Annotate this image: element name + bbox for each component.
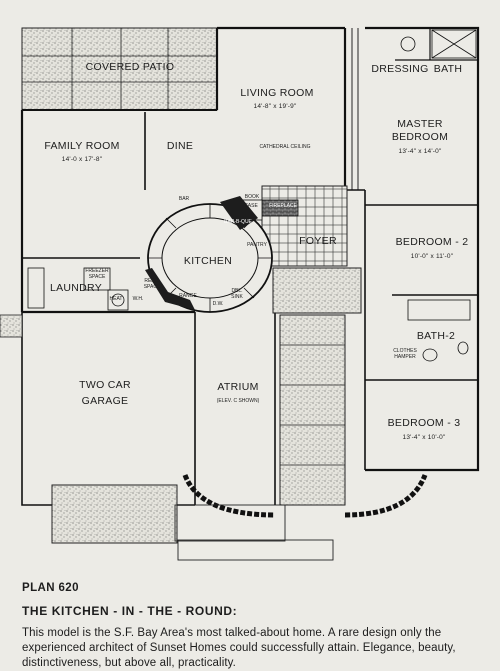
family-room-dim: 14'-0 x 17'-8" bbox=[62, 156, 103, 163]
book-case-label-2: CASE bbox=[244, 203, 258, 209]
clothes-hamper-label-1: CLOTHES bbox=[393, 348, 417, 354]
dw-label: D.W. bbox=[213, 301, 224, 307]
covered-patio-label: COVERED PATIO bbox=[86, 61, 175, 73]
bedroom-2-label: BEDROOM - 2 bbox=[396, 236, 469, 248]
freezer-label-1: FREEZER bbox=[85, 268, 109, 274]
pantry-label: PANTRY bbox=[247, 242, 267, 248]
freezer-label-2: SPACE bbox=[89, 274, 106, 280]
laundry-fixtures bbox=[27, 267, 129, 311]
floor-plan: COVERED PATIO LIVING ROOM 14'-8" x 19'-9… bbox=[0, 26, 480, 561]
bar-label: BAR bbox=[179, 196, 190, 202]
covered-patio bbox=[21, 27, 218, 111]
bar-b-que-label: BAR-B-QUE bbox=[224, 219, 252, 225]
atrium-note: (ELEV. C SHOWN) bbox=[217, 398, 260, 404]
driveway bbox=[51, 484, 178, 544]
exterior-walls bbox=[20, 26, 480, 472]
atrium-walkway bbox=[279, 314, 346, 506]
foyer-tile-floor bbox=[261, 185, 348, 267]
bath-fixtures bbox=[400, 29, 477, 362]
plan-number: PLAN 620 bbox=[22, 582, 79, 594]
plan-description: This model is the S.F. Bay Area's most t… bbox=[22, 627, 456, 669]
bedroom-3-label: BEDROOM - 3 bbox=[388, 417, 461, 429]
range-label: RANGE bbox=[179, 293, 197, 299]
family-room-label: FAMILY ROOM bbox=[44, 140, 119, 152]
kitchen-round bbox=[145, 196, 273, 313]
bedroom-2-dim: 10'-0" x 11'-0" bbox=[411, 253, 454, 260]
bath-2-label: BATH-2 bbox=[417, 330, 455, 342]
wh-label: W.H. bbox=[133, 296, 144, 302]
dbl-sink-label-2: SINK bbox=[231, 294, 243, 300]
plan-title: THE KITCHEN - IN - THE - ROUND: bbox=[22, 604, 238, 618]
master-bedroom-label-2: BEDROOM bbox=[392, 131, 448, 143]
living-room-dim: 14'-8" x 19'-9" bbox=[254, 103, 297, 110]
heat-label: HEAT bbox=[110, 296, 123, 302]
foyer-label: FOYER bbox=[299, 235, 337, 247]
garage-label-2: GARAGE bbox=[82, 395, 129, 407]
kitchen-label: KITCHEN bbox=[184, 255, 232, 267]
book-case-label-1: BOOK bbox=[245, 194, 260, 200]
laundry-label: LAUNDRY bbox=[50, 282, 102, 294]
dine-label: DINE bbox=[167, 140, 193, 152]
dbl-sink-label-1: DBL. bbox=[231, 288, 242, 294]
clothes-hamper-label-2: HAMPER bbox=[394, 354, 416, 360]
master-bedroom-label-1: MASTER bbox=[397, 118, 443, 130]
garage-label-1: TWO CAR bbox=[79, 379, 131, 391]
bath-label: BATH bbox=[434, 63, 462, 75]
bedroom-3-dim: 13'-4" x 10'-0" bbox=[403, 434, 446, 441]
master-bedroom-dim: 13'-4" x 14'-0" bbox=[399, 148, 442, 155]
dressing-label: DRESSING bbox=[371, 63, 428, 75]
front-walk bbox=[174, 504, 334, 561]
refrig-label-2: SPACE bbox=[144, 284, 161, 290]
atrium-label: ATRIUM bbox=[217, 381, 258, 393]
cathedral-ceiling-label: CATHEDRAL CEILING bbox=[259, 144, 310, 150]
side-path bbox=[0, 314, 23, 338]
living-room-label: LIVING ROOM bbox=[240, 87, 313, 99]
entry-landing bbox=[272, 267, 362, 314]
fireplace-label: FIREPLACE bbox=[269, 203, 297, 209]
refrig-label-1: REFG. bbox=[144, 278, 159, 284]
